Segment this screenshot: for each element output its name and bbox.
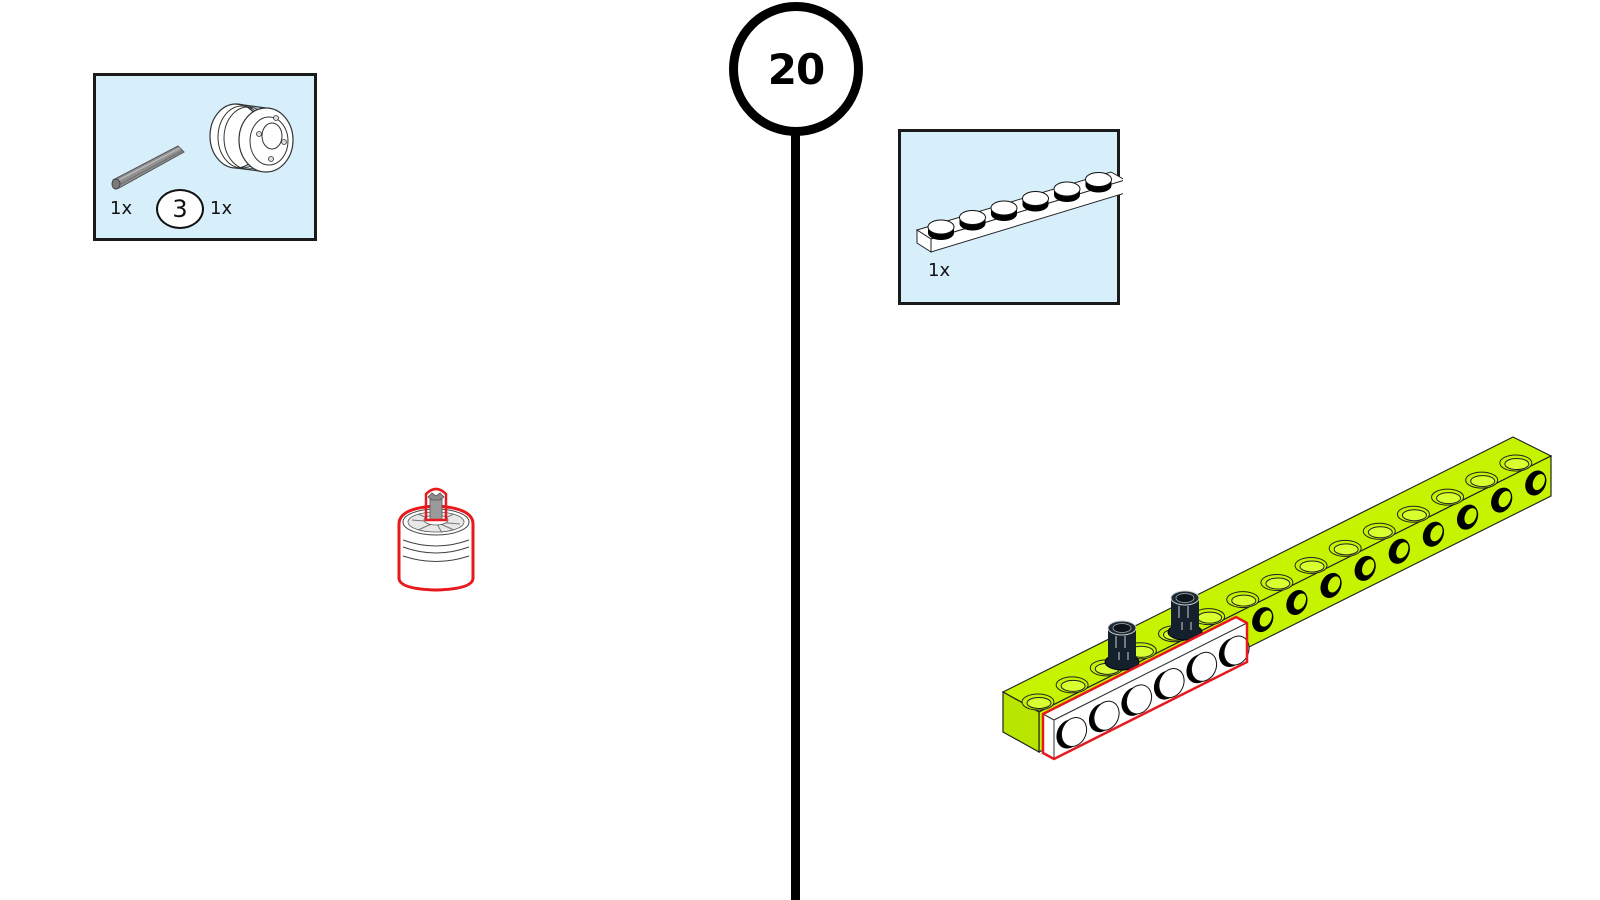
plate-stud bbox=[1186, 654, 1212, 684]
beam-top-hole bbox=[1396, 505, 1430, 523]
beam-side-hole bbox=[1115, 675, 1137, 701]
beam-side-hole bbox=[1456, 504, 1479, 530]
beam-top-hole bbox=[1158, 625, 1192, 643]
step-number-badge: 20 bbox=[729, 2, 863, 136]
beam-top-hole bbox=[1328, 539, 1362, 557]
beam-top-hole bbox=[1260, 574, 1294, 592]
beam-top-hole bbox=[1021, 693, 1055, 711]
beam-top-hole bbox=[1192, 608, 1226, 626]
beam-side-hole bbox=[1218, 624, 1240, 650]
technic-beam-1x15 bbox=[1001, 436, 1553, 754]
beam-side-hole bbox=[1252, 607, 1274, 633]
beam-top-hole bbox=[1089, 659, 1123, 677]
axle-quantity: 1x bbox=[110, 198, 133, 219]
plate-1x6-icon bbox=[915, 171, 1123, 253]
plate-1x6-placed bbox=[1041, 615, 1250, 761]
beam-top-hole bbox=[1123, 642, 1157, 660]
axle-length-badge: 3 bbox=[156, 189, 204, 229]
beam-side-hole bbox=[1525, 470, 1547, 496]
beam-top-hole bbox=[1055, 676, 1089, 694]
plate-stud bbox=[1056, 719, 1082, 749]
plate-quantity: 1x bbox=[928, 260, 951, 281]
step-divider-line bbox=[791, 134, 800, 900]
plate-stud bbox=[1153, 670, 1180, 700]
wheel-axle-assembly bbox=[397, 487, 475, 592]
beam-side-hole bbox=[1354, 555, 1376, 581]
beam-side-hole bbox=[1388, 538, 1410, 564]
technic-pin bbox=[1104, 620, 1140, 671]
beam-side-hole bbox=[1422, 521, 1445, 547]
plate-stud bbox=[1088, 703, 1115, 733]
beam-side-hole bbox=[1047, 709, 1069, 735]
parts-illustration-left bbox=[111, 103, 294, 190]
beam-top-hole bbox=[1431, 488, 1465, 506]
beam-top-hole bbox=[1294, 556, 1328, 574]
parts-list-left: 1x 3 1x bbox=[93, 73, 317, 241]
wheel-hub-quantity: 1x bbox=[210, 198, 233, 219]
axle-icon bbox=[111, 145, 185, 190]
parts-illustration-right bbox=[915, 171, 1123, 253]
beam-side-hole bbox=[1149, 658, 1171, 684]
beam-side-hole bbox=[1286, 589, 1308, 616]
beam-side-hole bbox=[1183, 641, 1206, 667]
parts-list-right: 1x bbox=[898, 129, 1123, 305]
wheel-hub-icon bbox=[209, 103, 294, 173]
beam-side-hole bbox=[1491, 487, 1513, 513]
plate-stud bbox=[1121, 686, 1147, 716]
step-number: 20 bbox=[767, 44, 825, 94]
technic-pin bbox=[1167, 590, 1203, 641]
beam-top-hole bbox=[1499, 454, 1533, 472]
beam-top-hole bbox=[1226, 591, 1260, 609]
beam-side-hole bbox=[1320, 572, 1342, 598]
beam-top-hole bbox=[1465, 471, 1499, 489]
beam-top-hole bbox=[1362, 522, 1396, 540]
plate-stud bbox=[1218, 637, 1245, 668]
beam-side-hole bbox=[1081, 692, 1103, 718]
axle-length: 3 bbox=[172, 195, 188, 223]
